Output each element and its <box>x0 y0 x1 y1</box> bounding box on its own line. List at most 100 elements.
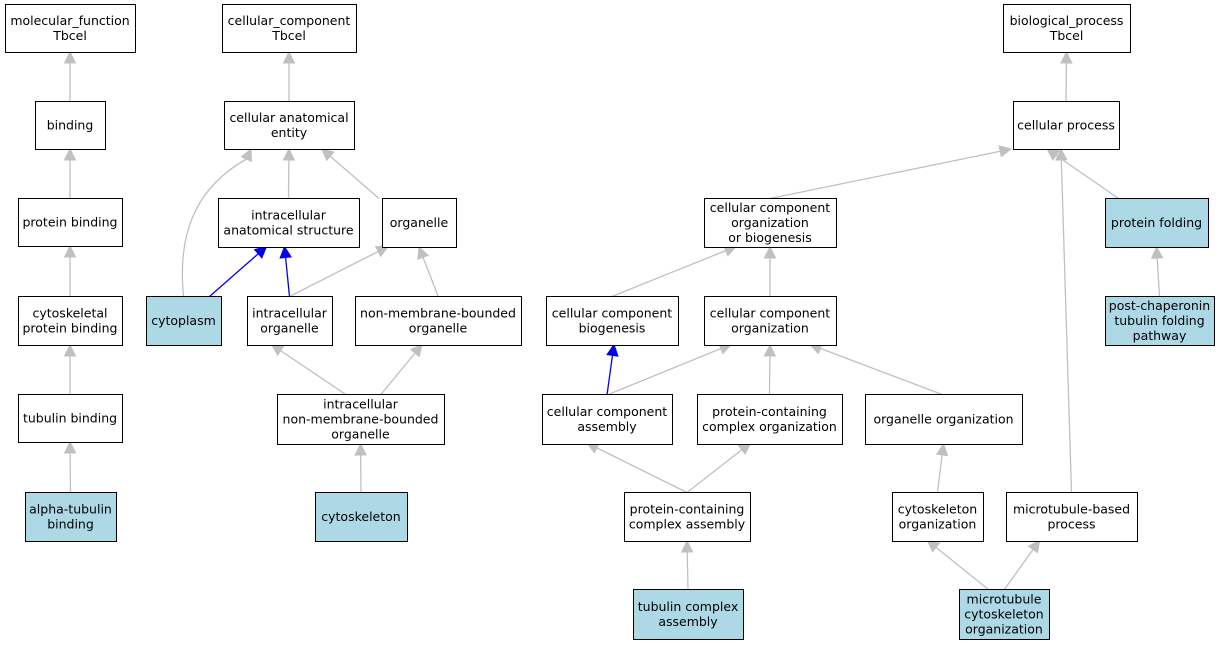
node-organelle[interactable]: organelle <box>382 198 457 248</box>
edge-arrowhead <box>282 147 296 161</box>
node-box <box>1006 492 1138 542</box>
node-label-line: microtubule <box>967 592 1042 607</box>
edge-arrowhead <box>63 147 77 161</box>
node-box <box>277 394 445 445</box>
node-label-line: biological_process <box>1010 13 1124 28</box>
edge-line <box>379 352 416 396</box>
edge-post_chaperonin-to-protein_folding <box>1150 245 1164 297</box>
edge-line <box>181 158 247 297</box>
node-label-line: organelle <box>409 321 468 336</box>
node-box <box>18 198 123 247</box>
edge-cc_organization-to-cc_org_or_biogenesis <box>763 245 777 296</box>
edge-cellular_process-to-bp_root <box>1060 50 1073 102</box>
node-label-line: cytoskeletal <box>32 306 107 321</box>
edge-intracellular_nmb_organelle-to-non_membrane_bounded_organelle <box>379 343 423 396</box>
edge-arrowhead <box>1027 539 1041 554</box>
node-label-line: organelle <box>260 321 319 336</box>
node-label-line: process <box>1047 517 1095 532</box>
edge-line <box>1055 154 1119 200</box>
edge-line <box>1060 159 1073 493</box>
node-label-line: Tbcel <box>52 28 87 43</box>
node-binding[interactable]: binding <box>35 101 106 150</box>
node-label-line: protein-containing <box>630 502 745 517</box>
edge-microtubule_based_process-to-cellular_process <box>1055 147 1073 493</box>
edge-arrowhead <box>763 343 777 357</box>
edge-arrowhead <box>321 148 335 162</box>
node-box <box>704 198 837 248</box>
edge-arrowhead <box>279 245 292 259</box>
edge-organelle_organization-to-cc_organization <box>808 342 944 396</box>
node-box <box>224 101 355 150</box>
node-box <box>1013 101 1120 150</box>
edge-line <box>936 454 943 493</box>
node-organelle-organization[interactable]: organelle organization <box>865 394 1023 445</box>
node-box <box>35 101 106 150</box>
edge-line <box>820 347 944 396</box>
edge-cytoskeleton-to-intracellular_nmb_organelle <box>354 442 367 493</box>
node-label-line: Tbcel <box>271 28 306 43</box>
node-label-line: post-chaperonin <box>1109 298 1210 313</box>
node-box <box>1105 198 1209 248</box>
node-protein-folding[interactable]: protein folding <box>1105 198 1209 248</box>
edge-intracellular_nmb_organelle-to-intracellular_organelle <box>270 343 347 396</box>
node-label-line: or biogenesis <box>728 230 812 245</box>
edge-line <box>1156 257 1161 297</box>
edge-arrowhead <box>417 245 430 261</box>
node-box <box>222 4 357 53</box>
node-box <box>546 296 679 346</box>
node-label-line: organization <box>731 321 809 336</box>
edge-cytoskeleton_organization-to-organelle_organization <box>935 442 949 493</box>
edge-microtubule_cytoskeleton_org-to-cytoskeleton_organization <box>926 539 990 591</box>
node-label-line: tubulin binding <box>23 411 117 426</box>
node-cytoplasm[interactable]: cytoplasm <box>146 296 222 346</box>
edge-arrowhead <box>606 343 619 357</box>
node-label-line: cellular component <box>552 306 672 321</box>
node-label-line: entity <box>271 125 308 140</box>
node-label-line: cytoskeleton <box>321 509 400 524</box>
node-cytoskeleton[interactable]: cytoskeleton <box>315 492 408 542</box>
node-label-line: protein binding <box>22 215 117 230</box>
node-label-line: non-membrane-bounded <box>283 412 439 427</box>
node-label-line: organelle <box>331 427 390 442</box>
edge-line <box>596 447 688 494</box>
edge-arrowhead <box>409 343 423 358</box>
node-label-line: organization <box>731 215 809 230</box>
node-label-line: organelle organization <box>873 412 1013 427</box>
node-label-line: cellular component <box>547 404 667 419</box>
node-protein-binding[interactable]: protein binding <box>18 198 123 247</box>
node-box <box>697 394 843 445</box>
edge-arrowhead <box>253 245 268 259</box>
edge-line <box>280 350 347 396</box>
node-tubulin-binding[interactable]: tubulin binding <box>18 394 123 443</box>
edge-line <box>289 250 379 298</box>
node-label-line: intracellular <box>251 208 327 223</box>
edge-arrowhead <box>1150 245 1164 259</box>
node-intracellular-nmb-organelle[interactable]: intracellularnon-membrane-boundedorganel… <box>277 394 445 445</box>
edge-line <box>611 250 727 298</box>
node-label-line: cytoskeleton <box>964 607 1043 622</box>
node-cellular-process[interactable]: cellular process <box>1013 101 1120 150</box>
edge-non_membrane_bounded_organelle-to-organelle <box>417 245 439 297</box>
node-label-line: organization <box>965 622 1043 637</box>
